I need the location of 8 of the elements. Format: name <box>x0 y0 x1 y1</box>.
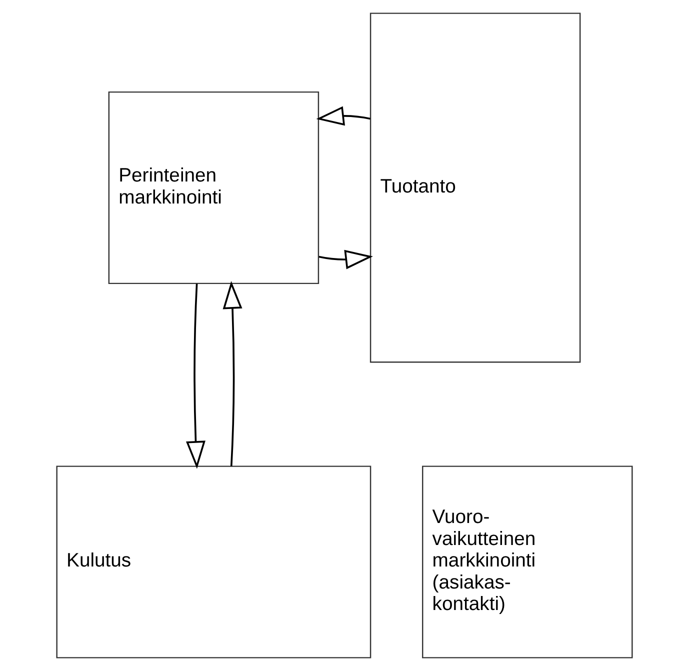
node-box: Tuotanto <box>370 12 581 363</box>
arrow <box>222 281 242 466</box>
arrow <box>318 250 373 270</box>
node-box: Vuoro- vaikutteinen markkinointi (asiakas- kontakti) <box>422 466 633 658</box>
node-box: Kulutus <box>56 466 372 658</box>
arrow <box>186 284 206 469</box>
node-box: Perinteinen markkinointi <box>108 91 320 284</box>
arrow <box>316 106 370 126</box>
